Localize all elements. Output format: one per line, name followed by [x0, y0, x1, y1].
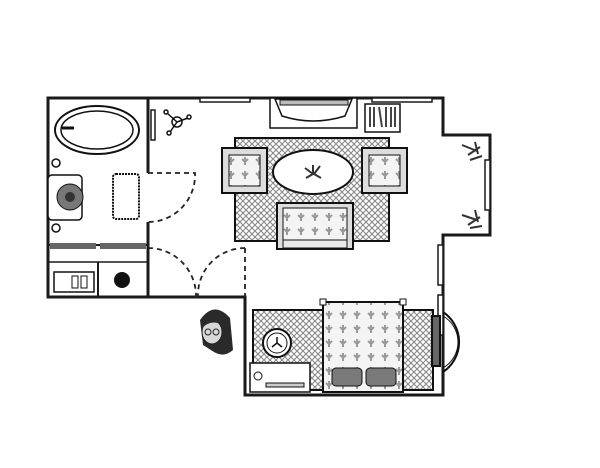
character-avatar[interactable]: [200, 309, 233, 355]
bathtub[interactable]: [54, 105, 140, 155]
kitchen-counter[interactable]: [50, 243, 146, 293]
drain-icon: [51, 223, 61, 233]
bed[interactable]: [319, 298, 407, 393]
bath-mat[interactable]: [112, 173, 140, 220]
plant-alcove: [461, 141, 483, 229]
tv-stand[interactable]: [269, 97, 358, 129]
washing-machine[interactable]: [47, 174, 84, 221]
ceiling-lamp-icon: [163, 109, 192, 136]
bookshelf[interactable]: [364, 103, 401, 133]
door-bathroom[interactable]: [147, 172, 196, 223]
balcony[interactable]: [431, 311, 461, 373]
plant-icon: [304, 165, 322, 179]
armchair-left[interactable]: [221, 147, 268, 194]
sofa[interactable]: [276, 202, 354, 250]
coffee-table[interactable]: [272, 149, 354, 195]
clock-icon[interactable]: [262, 328, 292, 358]
armchair-right[interactable]: [361, 147, 408, 194]
desk[interactable]: [249, 362, 311, 393]
drain-icon: [51, 158, 61, 168]
door-entrance[interactable]: [147, 247, 246, 298]
